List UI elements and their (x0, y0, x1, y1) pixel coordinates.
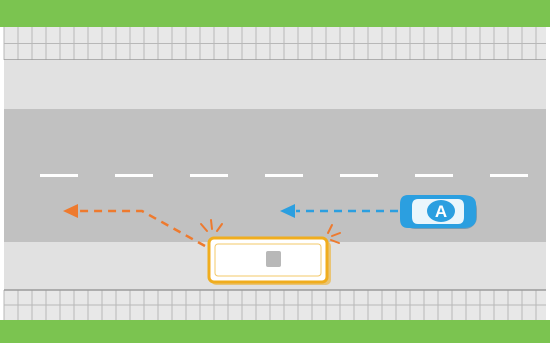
lane-dash (190, 174, 228, 177)
lane-dash (340, 174, 378, 177)
lane-dash (40, 174, 78, 177)
grass-strip-bottom (0, 320, 550, 343)
lane-dash (265, 174, 303, 177)
curb-tiles-top (4, 27, 546, 60)
lane-dash (490, 174, 528, 177)
lane-dash (115, 174, 153, 177)
curb-tiles-bottom (4, 290, 546, 320)
sidewalk-top (4, 60, 546, 109)
grass-strip-top (0, 0, 550, 27)
car-a-icon: A (400, 195, 477, 229)
lane-dash (415, 174, 453, 177)
car-a-label: A (435, 202, 447, 221)
